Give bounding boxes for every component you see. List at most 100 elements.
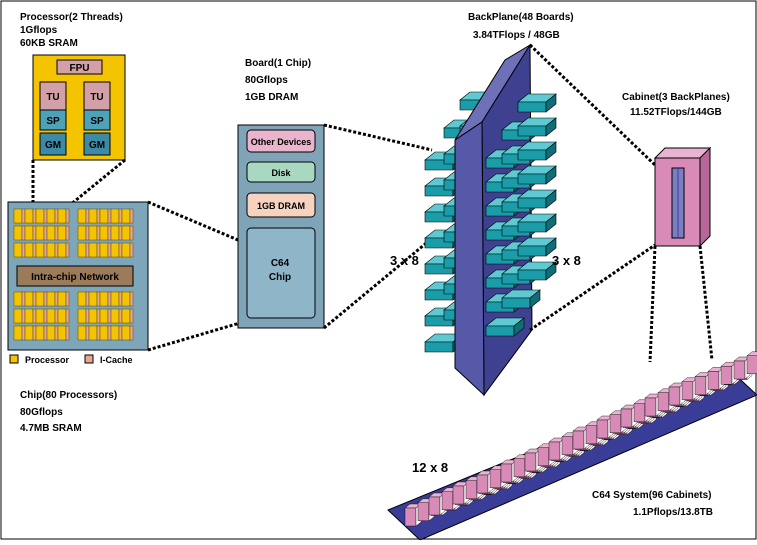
legend-icache-label: I-Cache bbox=[100, 355, 133, 365]
system-cabinet-front bbox=[681, 381, 694, 400]
chip-processor-cell bbox=[46, 308, 56, 324]
sp-right-label: SP bbox=[90, 116, 104, 127]
chip-processor-cell bbox=[121, 242, 131, 258]
c64-chip-line2: Chip bbox=[269, 272, 291, 283]
chip-processor-cell bbox=[24, 225, 34, 241]
chip-icache-cell bbox=[65, 208, 70, 224]
system-cabinet-top bbox=[746, 351, 757, 356]
chip-processor-cell bbox=[99, 291, 109, 307]
cabinet-side bbox=[699, 146, 711, 248]
connector-backplane-top bbox=[528, 43, 657, 167]
chip-processor-cell bbox=[57, 308, 67, 324]
board-slab-side bbox=[545, 165, 557, 185]
chip-icache-cell bbox=[96, 242, 101, 258]
tu-right-label: TU bbox=[90, 92, 103, 103]
chip-processor-cell bbox=[35, 208, 45, 224]
system-cabinet-front bbox=[746, 355, 757, 374]
chip-icache-cell bbox=[32, 325, 37, 341]
cabinet-block bbox=[653, 146, 712, 248]
chip-icache-cell bbox=[107, 291, 112, 307]
system-cabinet-rows bbox=[404, 351, 757, 527]
chip-processor-cell bbox=[121, 225, 131, 241]
chip-processor-cell bbox=[110, 308, 120, 324]
chip-icache-cell bbox=[107, 242, 112, 258]
system-title: C64 System(96 Cabinets) bbox=[592, 490, 712, 501]
board-slab-front bbox=[517, 269, 547, 281]
chip-icache-cell bbox=[32, 242, 37, 258]
chip-processor-cell bbox=[77, 308, 87, 324]
chip-icache-cell bbox=[43, 308, 48, 324]
chip-icache-cell bbox=[129, 308, 134, 324]
gm-left-box bbox=[39, 132, 67, 156]
chip-icache-cell bbox=[129, 242, 134, 258]
system-cabinet-front bbox=[476, 474, 489, 494]
system-cabinet-front bbox=[500, 463, 513, 483]
chip-processor-cell bbox=[13, 208, 23, 224]
chip-icache-cell bbox=[129, 225, 134, 241]
chip-processor-cell bbox=[13, 308, 23, 324]
chip-icache-cell bbox=[129, 208, 134, 224]
chip-icache-cell bbox=[43, 225, 48, 241]
chip-processor-cell bbox=[99, 225, 109, 241]
chip-icache-cell bbox=[85, 308, 90, 324]
chip-processor-cell bbox=[110, 242, 120, 258]
chip-icache-cell bbox=[54, 225, 59, 241]
c64-chip-line1: C64 bbox=[271, 258, 290, 269]
system-cabinet-front bbox=[572, 430, 585, 450]
chip-processor-cell bbox=[121, 325, 131, 341]
board-slab-side bbox=[545, 141, 557, 161]
chip-processor-grid bbox=[13, 208, 134, 341]
backplane-line1: 3.84TFlops / 48GB bbox=[473, 30, 560, 41]
chip-processor-cell bbox=[57, 325, 67, 341]
backplane-front-face bbox=[454, 121, 485, 397]
disk-box bbox=[246, 161, 316, 183]
board-title: Board(1 Chip) bbox=[245, 58, 311, 69]
intra-chip-network-label: Intra-chip Network bbox=[31, 272, 119, 283]
chip-processor-cell bbox=[88, 242, 98, 258]
system-cabinet-front bbox=[596, 419, 609, 439]
board-slab-side bbox=[545, 93, 557, 113]
chip-line1: 80Gflops bbox=[20, 407, 63, 418]
processor-block: FPU TU SP GM TU SP GM bbox=[32, 54, 126, 161]
chip-title: Chip(80 Processors) bbox=[20, 390, 117, 401]
chip-icache-cell bbox=[96, 308, 101, 324]
system-cabinet-front bbox=[720, 366, 733, 385]
processor-line1: 1Gflops bbox=[20, 25, 58, 36]
system-cabinet-front bbox=[561, 436, 574, 455]
gm-right-label: GM bbox=[89, 140, 105, 151]
chip-processor-cell bbox=[46, 208, 56, 224]
chip-icache-cell bbox=[21, 325, 26, 341]
chip-processor-cell bbox=[35, 225, 45, 241]
chip-icache-cell bbox=[65, 308, 70, 324]
chip-processor-cell bbox=[13, 291, 23, 307]
chip-icache-cell bbox=[54, 291, 59, 307]
system-cabinet-front bbox=[633, 403, 646, 422]
system-cabinet-front bbox=[707, 371, 720, 390]
chip-icache-cell bbox=[43, 242, 48, 258]
chip-processor-cell bbox=[110, 225, 120, 241]
board-slab-front bbox=[517, 173, 547, 185]
connector-processor-right bbox=[69, 158, 126, 207]
chip-processor-cell bbox=[77, 291, 87, 307]
chip-processor-cell bbox=[121, 308, 131, 324]
board-block: Other Devices Disk 1GB DRAM C64 Chip bbox=[237, 124, 325, 329]
system-block bbox=[387, 351, 757, 541]
chip-processor-cell bbox=[24, 242, 34, 258]
system-cabinet-front bbox=[668, 386, 681, 406]
system-cabinet-front bbox=[452, 485, 465, 505]
board-slab-side bbox=[545, 237, 557, 257]
gm-left-label: GM bbox=[45, 140, 61, 151]
system-count: 12 x 8 bbox=[412, 460, 448, 475]
processor-title: Processor(2 Threads) bbox=[20, 12, 123, 23]
chip-processor-cell bbox=[46, 325, 56, 341]
chip-icache-cell bbox=[32, 291, 37, 307]
backplane-left-count: 3 x 8 bbox=[390, 253, 419, 268]
fpu-box bbox=[56, 59, 103, 75]
chip-processor-cell bbox=[35, 325, 45, 341]
chip-icache-cell bbox=[43, 208, 48, 224]
system-cabinet-front bbox=[524, 452, 537, 472]
chip-processor-cell bbox=[99, 308, 109, 324]
legend-icache-swatch bbox=[84, 354, 94, 364]
chip-processor-cell bbox=[24, 325, 34, 341]
